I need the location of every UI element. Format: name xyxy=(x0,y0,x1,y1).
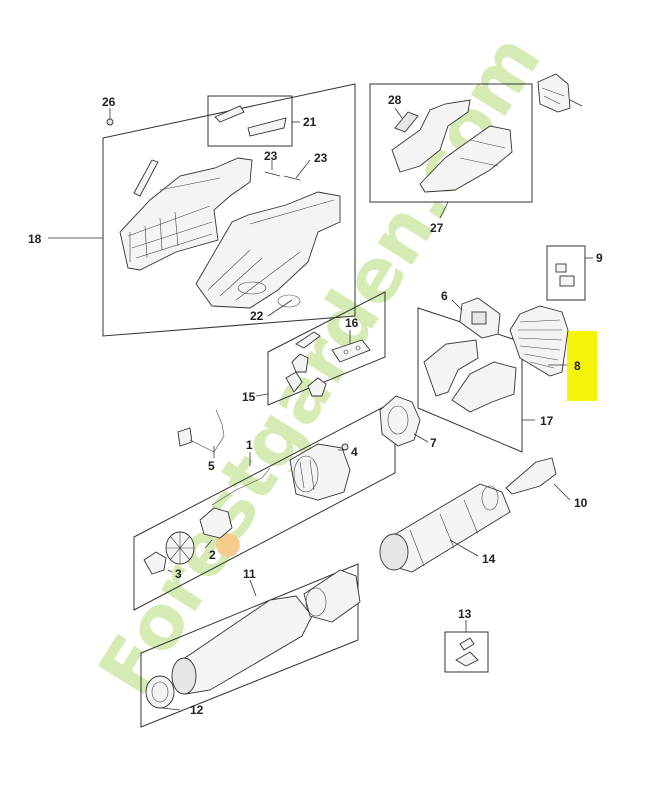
callout-28: 28 xyxy=(388,93,402,107)
part-9-latch xyxy=(555,263,575,287)
callout-8: 8 xyxy=(574,359,581,373)
callout-12: 12 xyxy=(190,703,204,717)
callout-6: 6 xyxy=(441,289,448,303)
part-4-screw xyxy=(341,443,349,451)
callout-23a: 23 xyxy=(264,149,278,163)
part-fan-impeller xyxy=(165,531,195,565)
part-11-blower-tube xyxy=(171,595,313,695)
frame-group-11 xyxy=(140,563,359,728)
callout-26: 26 xyxy=(102,95,116,109)
callout-11: 11 xyxy=(243,567,256,581)
part-label-sheet xyxy=(133,159,159,197)
part-housing-left xyxy=(119,157,253,271)
frame-group-15 xyxy=(267,291,386,406)
callout-3: 3 xyxy=(175,567,182,581)
part-27-housing-cover xyxy=(391,99,513,193)
part-3-bearing xyxy=(143,551,167,575)
watermark-dot xyxy=(216,533,240,557)
frame-group-1 xyxy=(133,400,396,611)
part-21-clips xyxy=(214,105,287,137)
part-23-pins xyxy=(264,171,301,181)
callout-21: 21 xyxy=(303,115,317,129)
callout-5: 5 xyxy=(208,459,215,473)
part-17-duct xyxy=(423,339,517,413)
part-13-clips xyxy=(455,637,479,667)
callout-27: 27 xyxy=(430,221,444,235)
leader-lines xyxy=(48,99,593,711)
part-8-grille-cover xyxy=(509,305,569,377)
callout-18: 18 xyxy=(28,232,42,246)
callout-17: 17 xyxy=(540,414,554,428)
frame-group-21 xyxy=(207,95,293,147)
part-6-filter xyxy=(459,297,501,339)
callout-9: 9 xyxy=(596,251,603,265)
callout-7: 7 xyxy=(430,436,437,450)
part-10-nozzle xyxy=(505,457,557,495)
callout-1: 1 xyxy=(246,438,253,452)
frame-group-13 xyxy=(444,631,489,673)
callout-16: 16 xyxy=(345,316,359,330)
callout-4: 4 xyxy=(351,445,358,459)
part-14-tube xyxy=(379,483,511,573)
part-12-ring xyxy=(145,675,175,709)
part-7-fan-housing xyxy=(379,395,421,447)
frame-group-27 xyxy=(369,83,533,203)
frame-group-9 xyxy=(546,245,586,301)
frame-group-18 xyxy=(102,83,356,337)
part-16-terminal xyxy=(331,339,371,363)
part-15-brackets xyxy=(285,331,327,397)
part-top-right-bracket xyxy=(537,73,571,113)
part-housing-right xyxy=(195,191,341,309)
part-26-screw xyxy=(106,118,114,126)
part-5-switch xyxy=(177,409,225,453)
part-1-motor-stator xyxy=(289,443,351,501)
callout-10: 10 xyxy=(574,496,588,510)
callout-14: 14 xyxy=(482,552,496,566)
callout-15: 15 xyxy=(242,390,256,404)
part-2-motor xyxy=(199,467,271,539)
callout-23b: 23 xyxy=(314,151,328,165)
part-11-tube-connector xyxy=(303,569,361,623)
highlight-callout-8 xyxy=(567,331,597,401)
part-28-sheet xyxy=(394,111,419,133)
callout-22: 22 xyxy=(250,309,264,323)
callout-2: 2 xyxy=(209,548,216,562)
callout-13: 13 xyxy=(458,607,472,621)
